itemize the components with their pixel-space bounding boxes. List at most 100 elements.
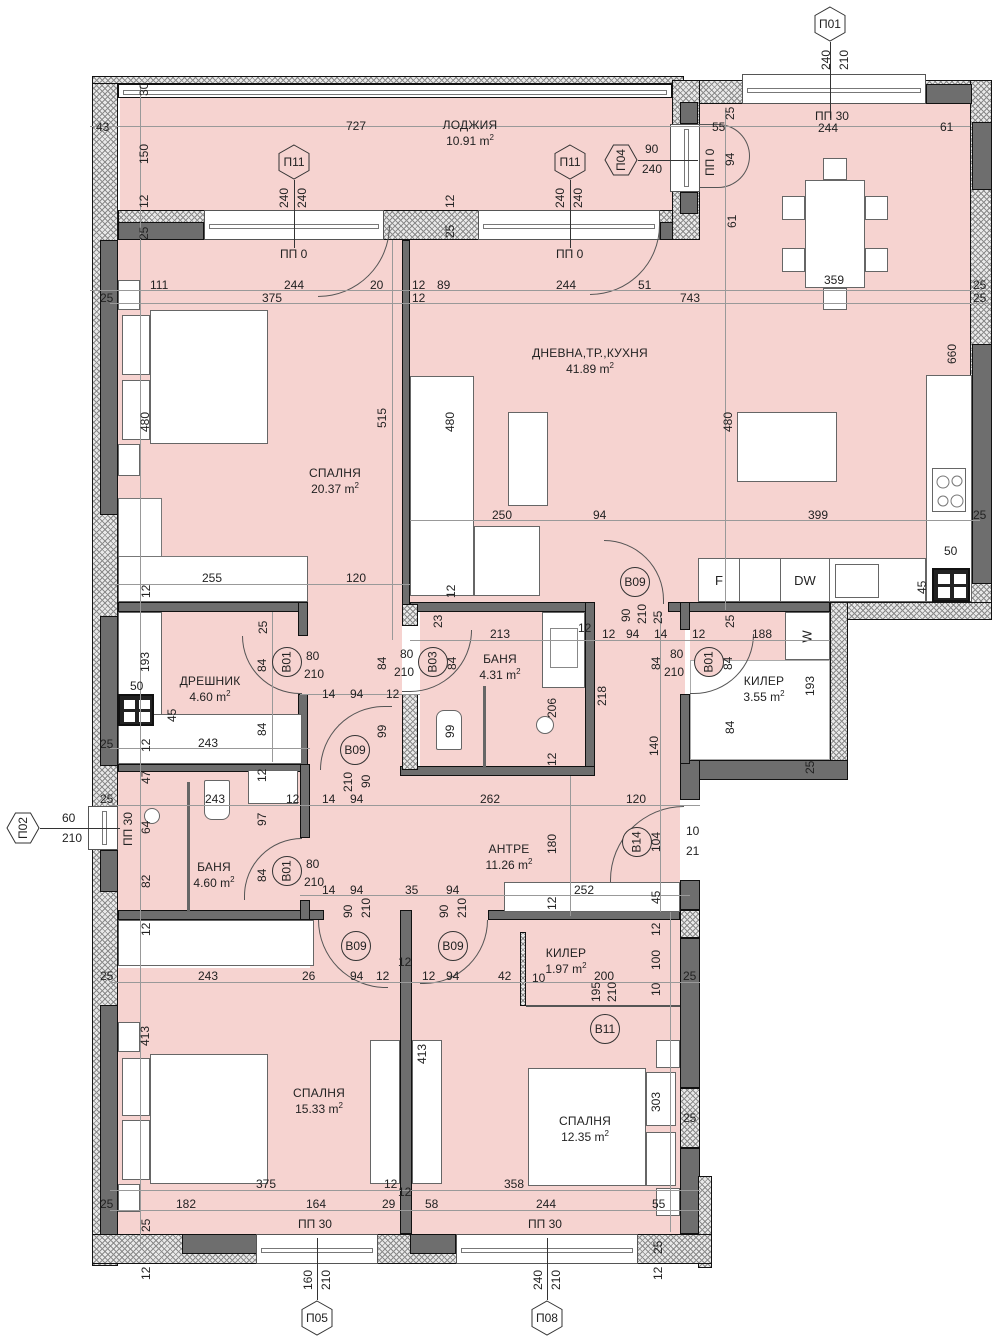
- leader-line: [40, 828, 120, 829]
- dim-text: 12: [386, 687, 400, 701]
- dim-text: 104: [649, 831, 663, 852]
- window-tag-p04[interactable]: П04: [604, 142, 638, 178]
- dim-text: 94: [350, 687, 364, 701]
- room-area: 3.55 m2: [743, 689, 785, 704]
- door-tag-b03-bath[interactable]: В03: [418, 647, 448, 677]
- dim-text: 359: [824, 273, 845, 287]
- dim-text: 94: [446, 883, 460, 897]
- dim-text: 244: [536, 1197, 557, 1211]
- dining-chair: [865, 248, 888, 272]
- window-tag-p11-left[interactable]: П11: [277, 144, 311, 180]
- window-tag-p01[interactable]: П01: [813, 6, 847, 42]
- window-tag-p02[interactable]: П02: [6, 810, 40, 846]
- dim-line: [110, 805, 700, 806]
- nightstand: [656, 1040, 680, 1068]
- dim-text: 25: [723, 106, 737, 120]
- dim-text: 262: [480, 792, 501, 806]
- dim-text: 64: [139, 820, 153, 834]
- loggia-side-solid-2: [680, 192, 698, 214]
- dim-text: 12: [139, 738, 153, 752]
- room-living-upper[interactable]: [685, 104, 972, 124]
- wall-pantry2-partition: [520, 932, 526, 1006]
- dim-text: 94: [593, 508, 607, 522]
- dim-text: 180: [545, 833, 559, 854]
- dim-text: 252: [574, 883, 595, 897]
- door-tag-b09-living[interactable]: В09: [620, 567, 650, 597]
- nightstand: [656, 1188, 680, 1216]
- dim-text: 90: [341, 904, 355, 918]
- window-tag-p11-right[interactable]: П11: [553, 144, 587, 180]
- dim-text: 97: [255, 812, 269, 826]
- room-area: 15.33 m2: [295, 1101, 343, 1116]
- door-tag-b09-bed2[interactable]: В09: [341, 931, 371, 961]
- wall-bedrooms-divider: [400, 910, 412, 1234]
- dim-line: [90, 290, 990, 291]
- door-tag-b01-bath2[interactable]: В01: [272, 856, 302, 886]
- fridge: F: [698, 558, 740, 602]
- dim-line: [110, 1210, 700, 1211]
- sofa: [410, 376, 474, 596]
- dim-text: 140: [647, 735, 661, 756]
- dim-line: [90, 126, 970, 127]
- dim-text: 50: [130, 679, 144, 693]
- dim-line: [110, 1190, 700, 1191]
- sill-pp0-right: ПП 0: [556, 247, 584, 261]
- bottom-wall-solid-1: [182, 1234, 258, 1254]
- dim-text: 240: [571, 187, 585, 208]
- kitchen-bottom-wall: [830, 602, 992, 620]
- notch-wall-vertical: [830, 602, 848, 780]
- door-tag-b09-bed3[interactable]: В09: [438, 931, 468, 961]
- window-tag-p08[interactable]: П08: [530, 1300, 564, 1336]
- door-tag-b11-pantry2[interactable]: В11: [590, 1014, 620, 1044]
- dim-text: 45: [649, 890, 663, 904]
- dim-text: 60: [62, 811, 76, 825]
- dim-text: 12: [545, 896, 559, 910]
- door-tag-b01-pantry[interactable]: В01: [694, 647, 724, 677]
- dim-text: 12: [412, 278, 426, 292]
- sill-pp0-left: ПП 0: [280, 247, 308, 261]
- door-tag-b09-hall[interactable]: В09: [340, 735, 370, 765]
- wall-bath1-bottom: [400, 766, 595, 776]
- window-tag-p05[interactable]: П05: [300, 1300, 334, 1336]
- dim-text: 193: [803, 675, 817, 696]
- dim-text: 90: [645, 142, 659, 156]
- dim-text: 206: [545, 697, 559, 718]
- window-p04[interactable]: [670, 124, 700, 192]
- loggia-wall-solid-1: [118, 222, 204, 240]
- dining-chair: [823, 158, 847, 180]
- room-name: БАНЯ: [197, 860, 231, 874]
- bedroom-3-right-wall-h2: [680, 1088, 700, 1148]
- pillow: [122, 1120, 150, 1180]
- dim-text: 210: [62, 831, 83, 845]
- room-name: БАНЯ: [483, 652, 517, 666]
- door-tag-b01-wardrobe[interactable]: В01: [272, 647, 302, 677]
- dim-text: 55: [652, 1197, 666, 1211]
- dim-text: 303: [649, 1091, 663, 1112]
- dim-text: 12: [255, 768, 269, 782]
- dim-text: 84: [255, 722, 269, 736]
- dim-text: 55: [712, 120, 726, 134]
- bath1-toilet: [436, 710, 462, 750]
- dim-line: [272, 612, 273, 762]
- dim-text: 243: [198, 736, 219, 750]
- dim-text: 23: [431, 614, 445, 628]
- dim-text: 210: [837, 49, 851, 70]
- pillow: [122, 315, 150, 375]
- dining-chair: [865, 196, 888, 220]
- room-name: ЛОДЖИЯ: [442, 118, 498, 132]
- pillow: [646, 1132, 676, 1186]
- dim-text: 210: [304, 875, 325, 889]
- dim-line: [570, 776, 571, 916]
- dim-text: 25: [973, 508, 987, 522]
- dim-text: 100: [649, 949, 663, 970]
- dim-text: 14: [322, 687, 336, 701]
- dim-line: [300, 694, 420, 695]
- sill-pp30-top: ПП 30: [815, 109, 849, 123]
- door-tag-b14-entry[interactable]: В14: [622, 827, 652, 857]
- dim-text: 80: [400, 647, 414, 661]
- room-hall-upper[interactable]: [585, 602, 685, 782]
- hexagon-icon: [6, 812, 40, 844]
- dim-text: 244: [284, 278, 305, 292]
- dim-line: [392, 240, 393, 640]
- window-p01[interactable]: [742, 74, 926, 104]
